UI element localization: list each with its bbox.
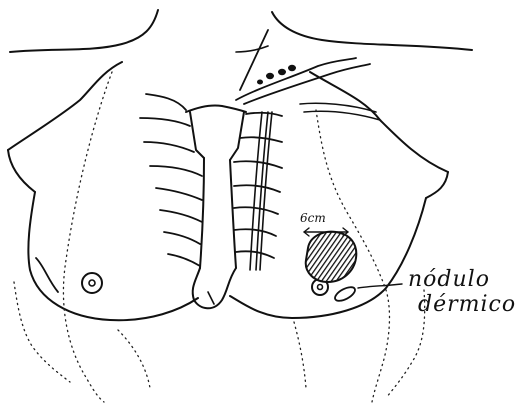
surgical-scar (236, 30, 380, 270)
size-label: 6cm (300, 212, 326, 224)
neck-shoulders (10, 10, 472, 52)
nodule-1 (266, 73, 274, 79)
left-ribs (140, 94, 202, 266)
hatched-lesion (306, 232, 357, 282)
nodule-2 (278, 69, 286, 75)
dermal-nodule (333, 284, 402, 304)
dotted-outlines (14, 72, 425, 402)
left-nipple (82, 273, 102, 293)
annotation-dermico: dérmico (418, 294, 516, 316)
torso-outline (8, 62, 448, 198)
nodule-4 (257, 80, 263, 85)
nodule-3 (288, 65, 296, 71)
annotation-nodulo: nódulo (408, 269, 490, 291)
